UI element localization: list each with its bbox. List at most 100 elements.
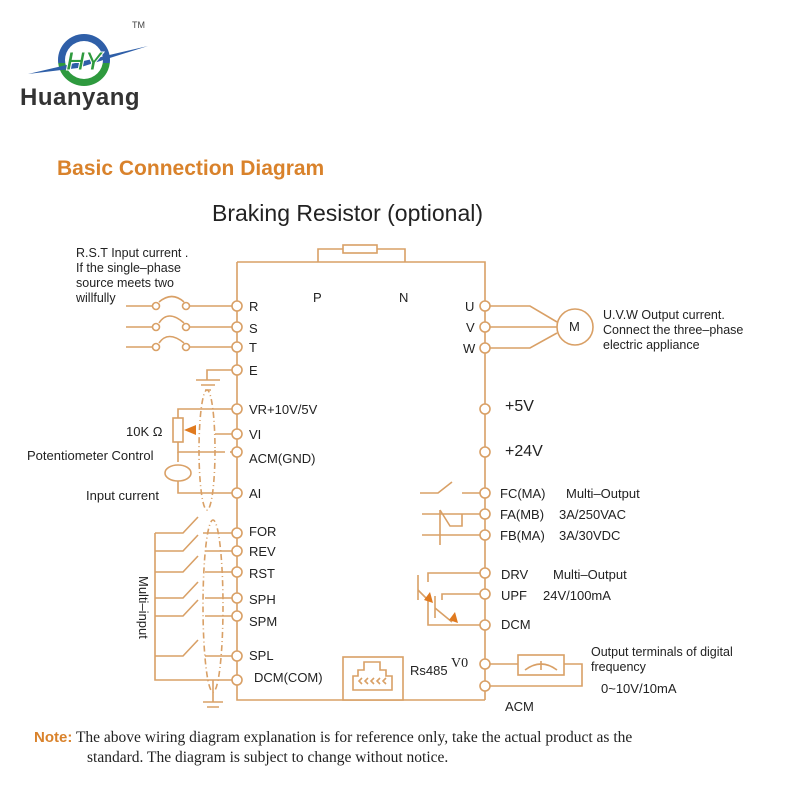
analog-shield bbox=[198, 389, 216, 511]
footnote: Note: The above wiring diagram explanati… bbox=[34, 728, 632, 768]
terminal-u-label: U bbox=[465, 299, 475, 314]
input-note-line: willfully bbox=[76, 291, 116, 305]
earth-ground-symbol bbox=[196, 369, 237, 391]
rs485-port-icon bbox=[342, 656, 404, 701]
braking-resistor-title: Braking Resistor (optional) bbox=[212, 200, 484, 226]
terminal-t bbox=[231, 341, 243, 353]
terminal-v-label: V bbox=[466, 320, 475, 335]
terminal-right bbox=[479, 300, 491, 312]
terminal-e bbox=[231, 364, 243, 376]
page-title: Basic Connection Diagram bbox=[57, 157, 325, 180]
input-note-line: If the single–phase bbox=[76, 261, 181, 275]
rst-input-switches bbox=[126, 295, 237, 352]
terminal-vr-label: VR+10V/5V bbox=[249, 402, 318, 417]
frequency-meter bbox=[485, 654, 583, 687]
terminal-spm-label: SPM bbox=[249, 614, 278, 629]
terminal-dcm-com-label: DCM(COM) bbox=[254, 670, 323, 685]
transistor-output-wiring bbox=[417, 572, 485, 626]
terminal-acm_gnd bbox=[231, 446, 243, 458]
terminal-upf-label: UPF bbox=[501, 588, 527, 603]
terminal-acm-gnd-label: ACM(GND) bbox=[249, 451, 316, 466]
motor-wiring bbox=[485, 305, 594, 349]
brand-name: Huanyang bbox=[20, 84, 141, 111]
freq-note: Output terminals of digital frequency bbox=[591, 645, 733, 675]
potentiometer-control-label: Potentiometer Control bbox=[27, 448, 154, 463]
terminal-rst bbox=[231, 566, 243, 578]
terminal-sph bbox=[231, 592, 243, 604]
terminal-right bbox=[479, 529, 491, 541]
terminal-dcm_com bbox=[231, 674, 243, 686]
fc-description: Multi–Output bbox=[566, 486, 640, 501]
terminal-vi bbox=[231, 428, 243, 440]
terminal-rev bbox=[231, 545, 243, 557]
left-terminal-group bbox=[231, 300, 243, 686]
terminal-for bbox=[231, 527, 243, 539]
terminal-n-label: N bbox=[399, 290, 409, 305]
terminal-drv-label: DRV bbox=[501, 567, 529, 582]
terminal-right bbox=[479, 680, 491, 692]
input-note-line: R.S.T Input current . bbox=[76, 246, 189, 260]
frame-top-right-wire bbox=[237, 261, 486, 700]
relay-output-wiring bbox=[420, 481, 485, 545]
digital-input-shield bbox=[202, 519, 224, 693]
rs485-label: Rs485 bbox=[410, 663, 448, 678]
trademark: TM bbox=[132, 20, 145, 30]
note-line-2: standard. The diagram is subject to chan… bbox=[87, 749, 449, 766]
right-terminal-group bbox=[479, 300, 491, 692]
logo-swoosh bbox=[28, 46, 148, 74]
upf-transistor-arrow bbox=[449, 612, 458, 623]
input-current-label: Input current bbox=[86, 488, 159, 503]
terminal-right bbox=[479, 487, 491, 499]
terminal-right bbox=[479, 567, 491, 579]
terminal-t-label: T bbox=[249, 340, 257, 355]
freq-note-line: Output terminals of digital bbox=[591, 645, 733, 659]
resistor-label: 10K Ω bbox=[126, 424, 163, 439]
fb-description: 3A/30VDC bbox=[559, 528, 621, 543]
terminal-v0-label: V0 bbox=[451, 656, 469, 671]
terminal-spl-label: SPL bbox=[249, 648, 274, 663]
drv-transistor-arrow bbox=[424, 592, 433, 603]
terminal-right bbox=[479, 619, 491, 631]
terminal-fb-label: FB(MA) bbox=[500, 528, 545, 543]
uvw-note-line: U.V.W Output current. bbox=[603, 308, 725, 322]
frame-left-bottom-wire bbox=[236, 262, 485, 701]
terminal-e-label: E bbox=[249, 363, 258, 378]
drv-description: Multi–Output bbox=[553, 567, 627, 582]
terminal-rev-label: REV bbox=[249, 544, 276, 559]
logo-letters: HY bbox=[66, 46, 105, 76]
terminal-s bbox=[231, 321, 243, 333]
terminal-24v-label: +24V bbox=[505, 443, 543, 460]
uvw-note-line: Connect the three–phase bbox=[603, 323, 744, 337]
terminal-rst-label: RST bbox=[249, 566, 275, 581]
upf-description: 24V/100mA bbox=[543, 588, 611, 603]
terminal-p-label: P bbox=[313, 290, 322, 305]
braking-resistor bbox=[342, 244, 378, 254]
terminal-ai-label: AI bbox=[249, 486, 262, 501]
terminal-r-label: R bbox=[249, 299, 259, 314]
multi-input-label: Multi–input bbox=[136, 576, 151, 639]
terminal-right bbox=[479, 588, 491, 600]
terminal-r bbox=[231, 300, 243, 312]
input-note: R.S.T Input current . If the single–phas… bbox=[76, 246, 188, 306]
terminal-vr bbox=[231, 403, 243, 415]
terminal-w-label: W bbox=[463, 341, 476, 356]
terminal-dcm-label: DCM bbox=[501, 617, 531, 632]
huanyang-logo: HY bbox=[28, 34, 148, 86]
terminal-right bbox=[479, 658, 491, 670]
terminal-ai bbox=[231, 487, 243, 499]
terminal-vi-label: VI bbox=[249, 427, 262, 442]
freq-range: 0~10V/10mA bbox=[601, 681, 677, 696]
freq-note-line: frequency bbox=[591, 660, 646, 674]
terminal-fc-label: FC(MA) bbox=[500, 486, 546, 501]
note-key: Note: bbox=[34, 729, 73, 746]
terminal-spl bbox=[231, 650, 243, 662]
terminal-s-label: S bbox=[249, 321, 258, 336]
terminal-right bbox=[479, 403, 491, 415]
terminal-right bbox=[479, 321, 491, 333]
terminal-fa-label: FA(MB) bbox=[500, 507, 545, 522]
uvw-note: U.V.W Output current. Connect the three–… bbox=[603, 308, 743, 353]
terminal-5v-label: +5V bbox=[505, 398, 534, 415]
logo-globe-inner bbox=[65, 41, 103, 79]
uvw-note-line: electric appliance bbox=[603, 338, 700, 352]
